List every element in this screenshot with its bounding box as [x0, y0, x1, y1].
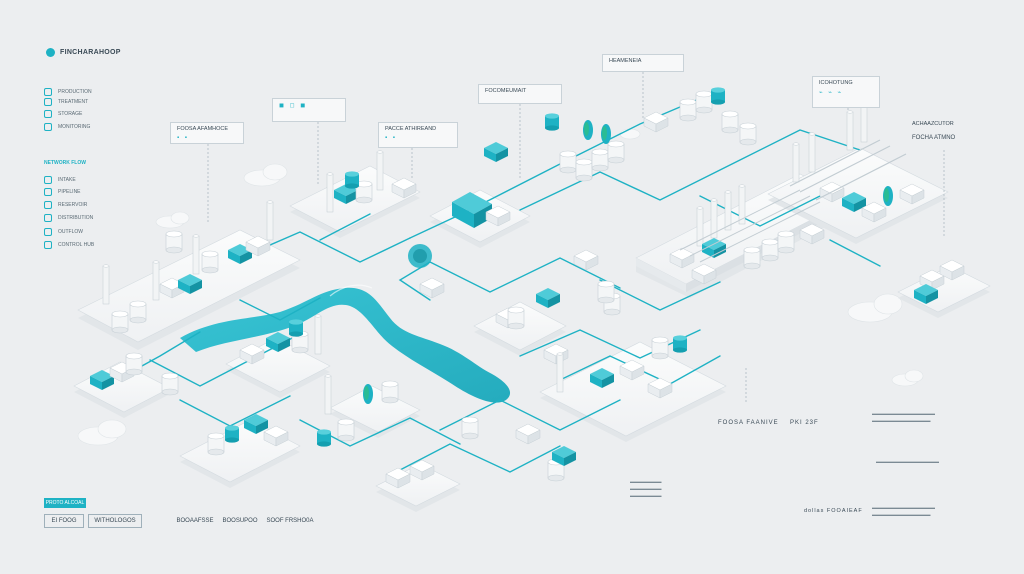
brand: FINCHARAHOOP: [46, 48, 121, 57]
refinery-complex: [669, 184, 825, 285]
legend-item[interactable]: TREATMENT: [44, 98, 88, 106]
callout-icons: ▪ ▪: [385, 135, 397, 141]
info-note: ▬▬▬▬▬▬▬▬▬▬▬▬▬▬▬▬▬▬▬▬▬▬▬▬▬▬▬: [872, 411, 935, 423]
factory-icon: [44, 88, 52, 96]
callout-label[interactable]: FOOSA AFAMHOCE ▪ ▪: [170, 122, 244, 144]
primary-button[interactable]: PROTO ALCOAL: [44, 498, 86, 508]
info-note: ▬▬▬▬▬▬▬▬▬▬▬▬▬▬▬▬▬▬▬▬▬: [630, 479, 662, 498]
callout-label[interactable]: HEAMENEIA: [602, 54, 684, 72]
distribution-icon: [44, 214, 52, 222]
legend-item[interactable]: RESERVOIR: [44, 201, 87, 209]
factory-east: [789, 102, 925, 223]
intake-icon: [44, 176, 52, 184]
brand-logo-icon: [46, 48, 55, 57]
metric-value: PKI 23F: [790, 420, 819, 426]
callout-label[interactable]: FOCOMEUMAIT: [478, 84, 562, 104]
legend-item[interactable]: DISTRIBUTION: [44, 214, 93, 222]
info-note: ▬▬▬▬▬▬▬▬▬▬▬▬▬▬: [876, 459, 939, 464]
filter-button[interactable]: BOOSUPOO: [222, 518, 258, 524]
footer-brand: dollas FOOAIEAF: [804, 508, 863, 514]
legend-item[interactable]: STORAGE: [44, 110, 82, 118]
monitor-icon: [44, 123, 52, 131]
control-hub-icon: [44, 241, 52, 249]
callout-label[interactable]: ICOHOTUNG ⌁ ⌁ ⌁: [812, 76, 880, 108]
legend-item[interactable]: PIPELINE: [44, 188, 81, 196]
filter-button[interactable]: BOOAAFSSE: [176, 518, 214, 524]
filter-button[interactable]: SOOF FRSHO0A: [266, 518, 314, 524]
platform-center-south: [329, 385, 421, 438]
river-mid-plant: [419, 249, 621, 330]
legend-item[interactable]: CONTROL HUB: [44, 241, 94, 249]
legend-item[interactable]: PRODUCTION: [44, 88, 92, 96]
platform-south: [375, 463, 461, 512]
filter-button[interactable]: WITHOLOGOS: [88, 514, 142, 528]
legend-item[interactable]: OUTFLOW: [44, 228, 83, 236]
reservoir-icon: [44, 201, 52, 209]
filter-button[interactable]: EI FOOG: [44, 514, 84, 528]
info-note: ▬▬▬▬▬▬▬▬▬▬▬▬▬▬▬▬▬▬▬▬▬▬▬▬▬▬▬: [872, 505, 935, 517]
legend-item[interactable]: MONITORING: [44, 123, 90, 131]
legend-group-title: NETWORK FLOW: [44, 160, 86, 166]
brand-title: FINCHARAHOOP: [60, 49, 121, 56]
pipe-icon: [44, 188, 52, 196]
mini-map-icon: ⌁ ⌁ ⌁: [819, 90, 844, 96]
callout-icons: ◼ ◻ ◼: [279, 103, 308, 109]
outflow-icon: [44, 228, 52, 236]
callout-label[interactable]: PACCE ATHIREAND ▪ ▪: [378, 122, 458, 148]
callout-label[interactable]: ACHAAZCUTOR FOCHA ATMNO: [912, 121, 956, 141]
platform-southcenter: [539, 341, 727, 442]
callout-icons: ▪ ▪: [177, 135, 189, 141]
tank-icon: [44, 110, 52, 118]
center-plant: [408, 192, 511, 268]
callout-label[interactable]: ◼ ◻ ◼: [272, 98, 346, 122]
gear-icon: [44, 98, 52, 106]
metric-label: FOOSA FAANIVE: [718, 420, 779, 426]
river: [180, 287, 511, 403]
legend-item[interactable]: INTAKE: [44, 176, 76, 184]
